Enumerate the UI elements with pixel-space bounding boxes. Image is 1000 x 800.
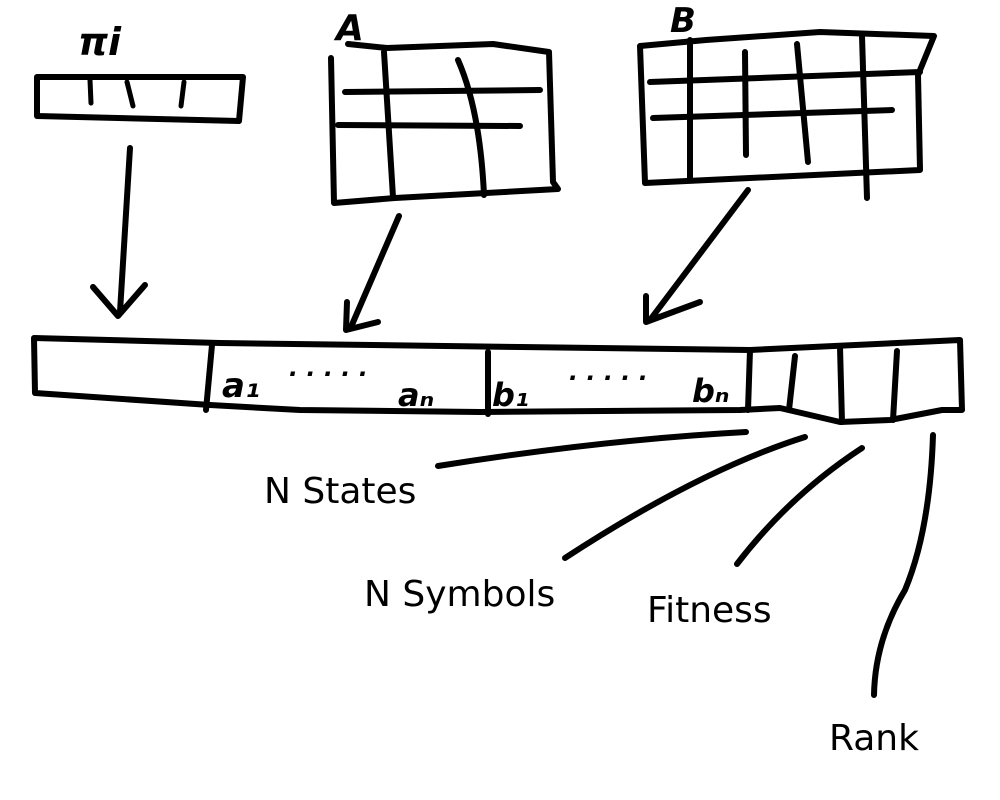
pi-vector-divider	[87, 77, 94, 106]
arrow-pi-to-genome	[90, 145, 148, 319]
a-matrix-box	[328, 41, 561, 206]
b-matrix: B	[637, 1, 937, 201]
label-rank: Rank	[829, 718, 919, 759]
a-matrix-row-line	[335, 122, 523, 129]
genome-divider-n-states	[786, 353, 798, 413]
pi-label: πi	[78, 20, 122, 64]
genome-a-last: aₙ	[398, 376, 434, 414]
leader-n-symbols	[562, 434, 808, 561]
leader-lines	[435, 429, 936, 698]
genome-b-first: b₁	[492, 376, 529, 414]
genome-divider-b-end	[745, 347, 753, 413]
a-matrix-row-line	[342, 87, 543, 95]
leader-fitness	[734, 445, 865, 567]
b-matrix-col-line	[859, 33, 870, 201]
annotations: N States N Symbols Fitness Rank	[264, 471, 919, 759]
genome-dots-b: · · · · ·	[568, 364, 647, 392]
genome-a-first: a₁	[222, 366, 260, 406]
label-n-states: N States	[264, 471, 416, 512]
genome-divider-n-symbols	[837, 344, 845, 425]
a-matrix: A	[328, 8, 561, 206]
b-matrix-row-line	[647, 69, 923, 85]
genome-bar: a₁ · · · · · aₙ b₁ · · · · · bₙ	[31, 335, 965, 425]
pi-vector: πi	[34, 20, 246, 124]
a-matrix-col-line	[455, 57, 487, 198]
pi-vector-box	[34, 74, 246, 124]
b-matrix-col-line	[742, 49, 749, 158]
leader-n-states	[435, 429, 749, 469]
arrow-b-to-genome	[643, 187, 751, 325]
label-fitness: Fitness	[647, 590, 772, 631]
pi-vector-divider	[124, 79, 136, 109]
arrows	[90, 145, 751, 333]
genome-divider-pi	[203, 342, 215, 413]
genome-dots-a: · · · · ·	[288, 360, 367, 388]
pi-vector-divider	[178, 79, 187, 109]
genome-bar-outline	[31, 335, 965, 425]
genome-b-last: bₙ	[692, 372, 729, 410]
b-matrix-label: B	[670, 1, 696, 41]
label-n-symbols: N Symbols	[364, 574, 555, 615]
b-matrix-col-line	[794, 41, 811, 165]
leader-rank	[871, 432, 936, 698]
arrow-a-to-genome	[343, 213, 402, 333]
genome-divider-fitness	[890, 348, 900, 423]
a-matrix-col-line	[381, 49, 396, 200]
